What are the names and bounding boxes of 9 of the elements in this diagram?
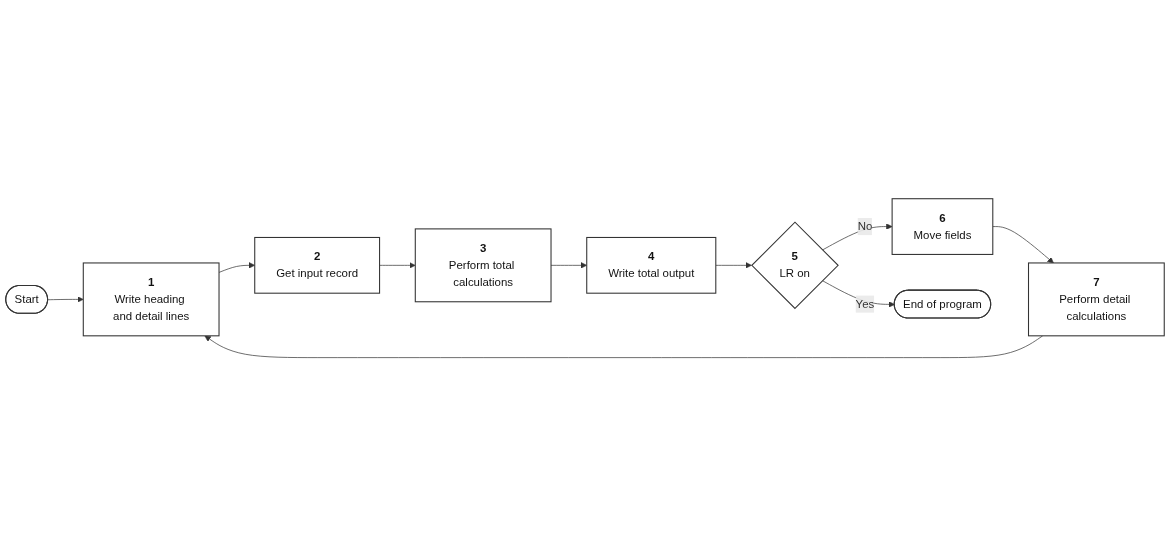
node-box: 7 Perform detail calculations [1027, 262, 1165, 337]
node-diamond: 5 LR on [751, 221, 839, 310]
node-box: 1 Write heading and detail lines [82, 262, 220, 337]
node-box: 2 Get input record [254, 236, 381, 294]
node-box: 6 Move fields [891, 198, 994, 255]
edge-label: No [857, 219, 873, 233]
edge-label: Yes [855, 297, 875, 310]
node-box: 4 Write total output [586, 236, 717, 294]
node-box: 3 Perform total calculations [414, 228, 552, 303]
